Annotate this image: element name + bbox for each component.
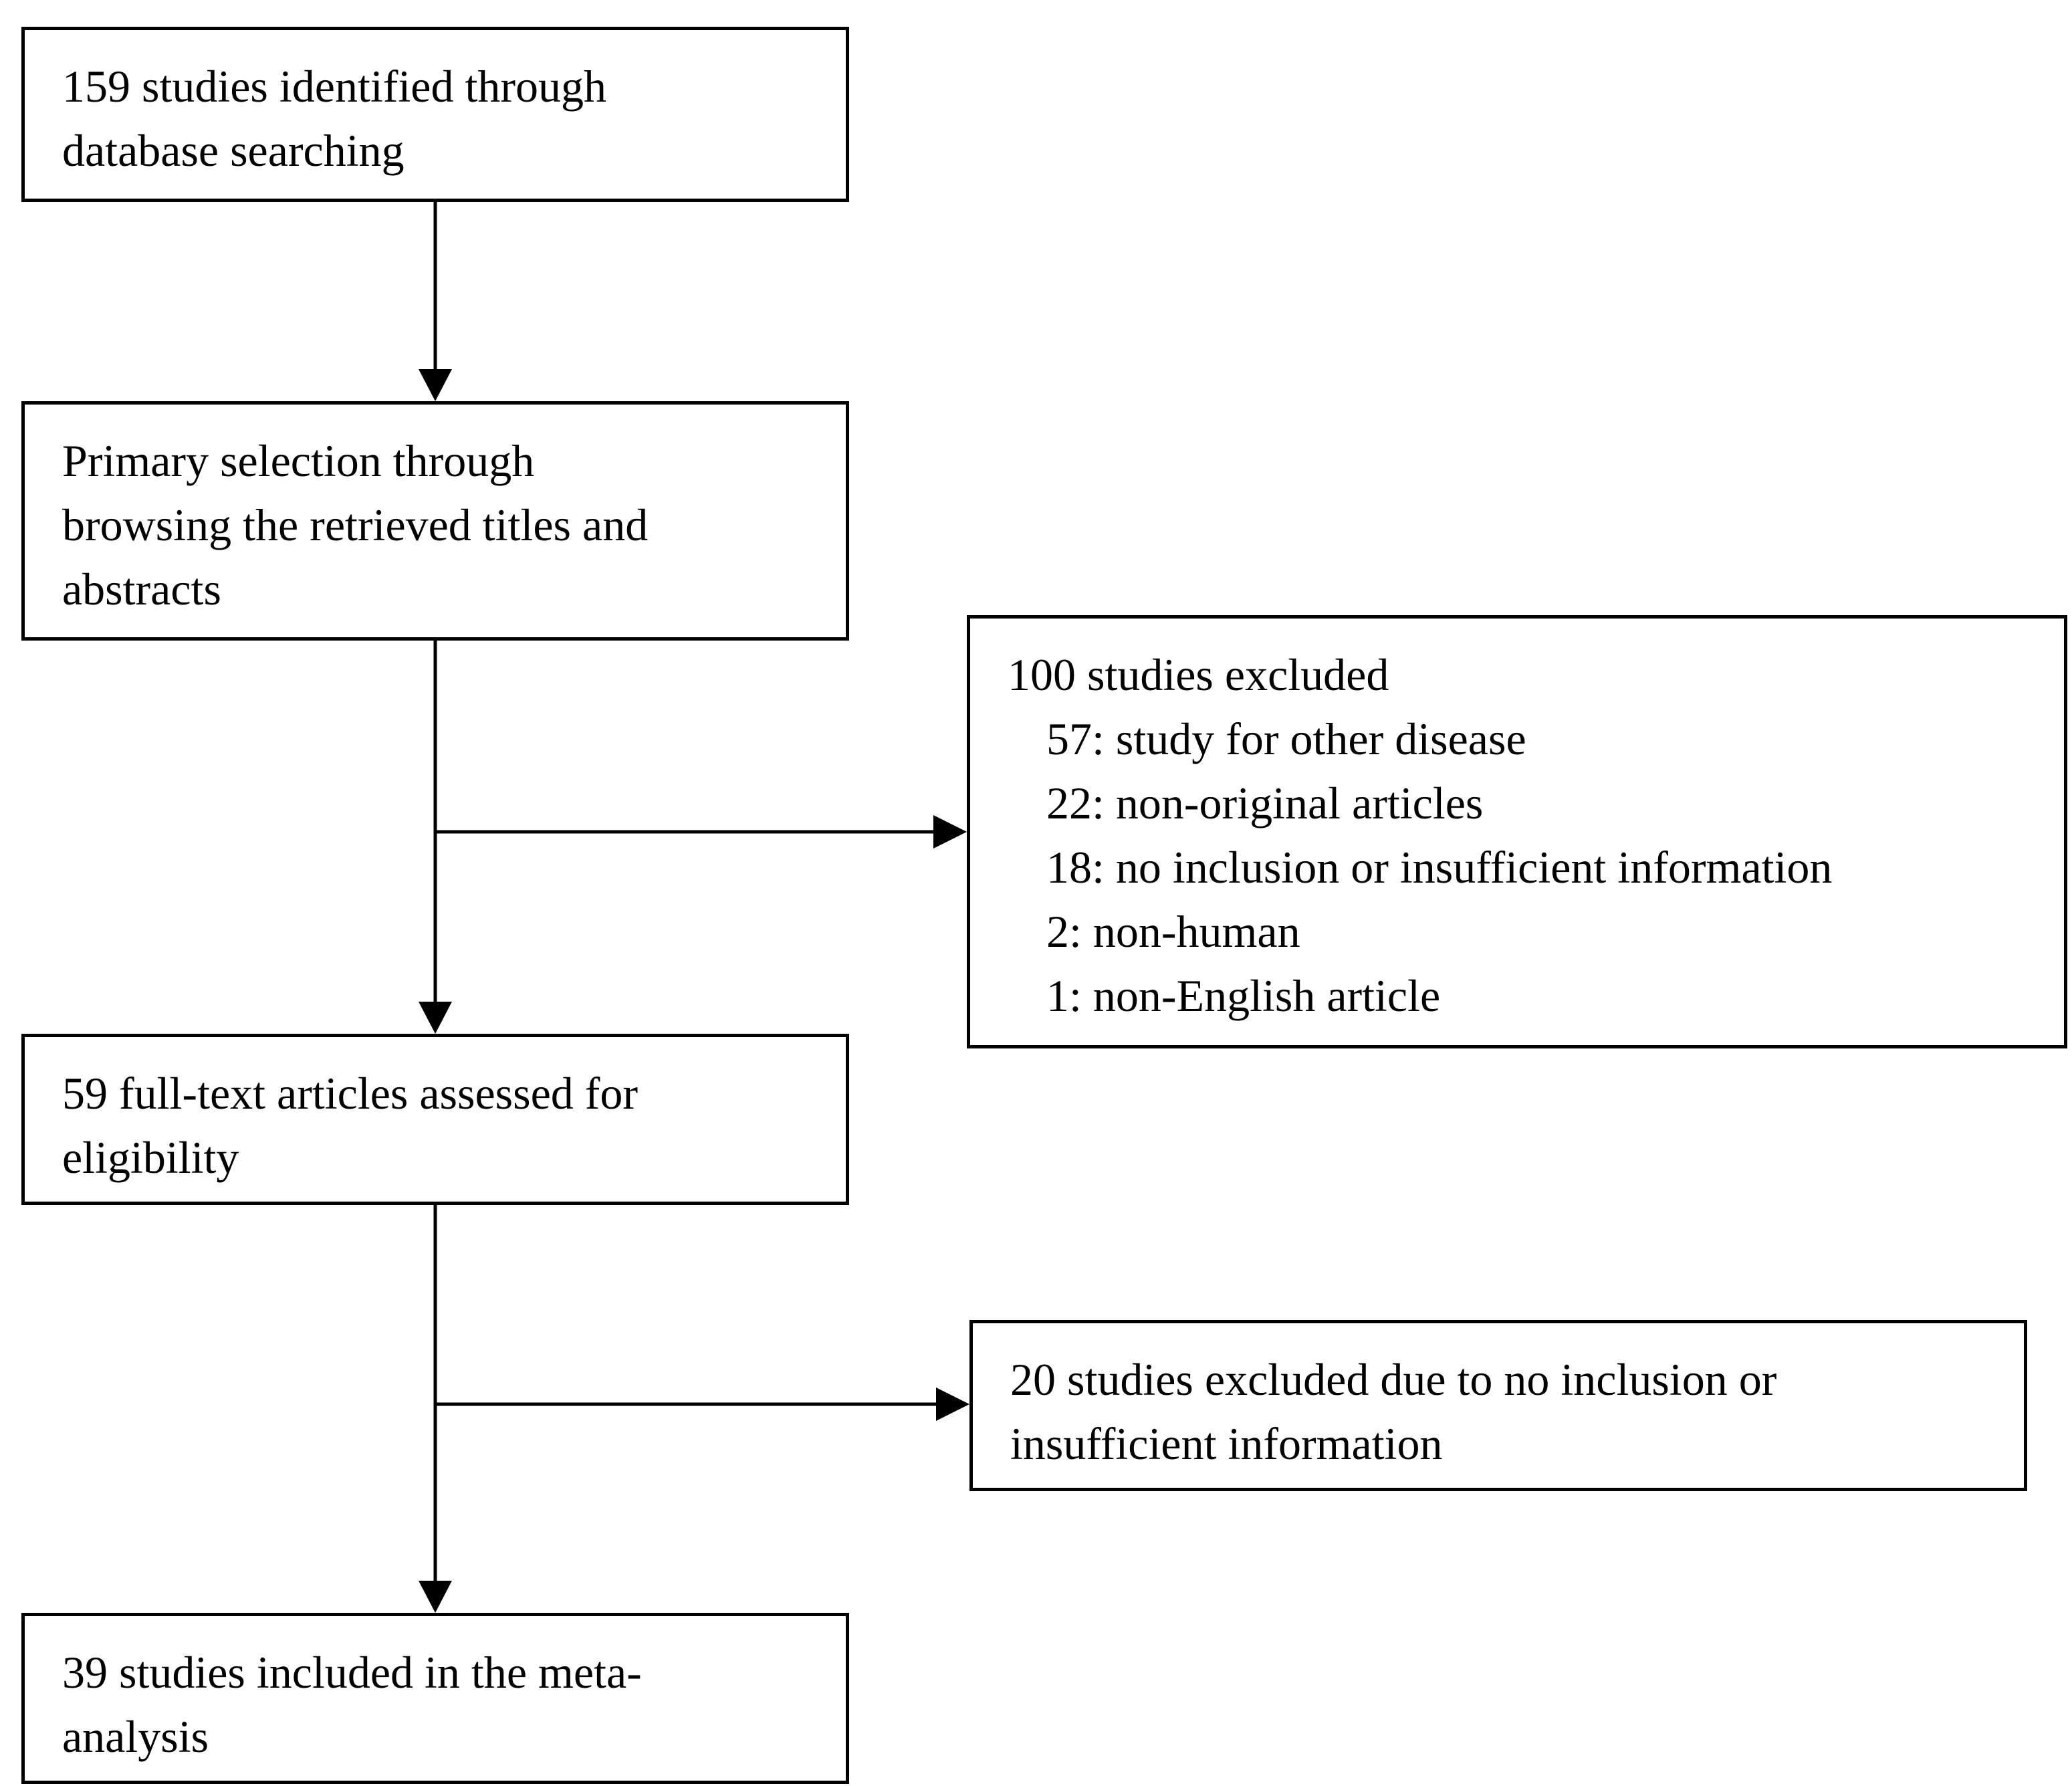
included-line: analysis bbox=[62, 1711, 209, 1762]
arrowhead-primary bbox=[419, 369, 452, 401]
excluded-first-header: 100 studies excluded bbox=[1008, 649, 1389, 700]
exclusion-reason: 2: non-human bbox=[1046, 906, 1300, 957]
excluded-first-box: 100 studies excluded 57: study for other… bbox=[967, 615, 2067, 1048]
excluded-second-box: 20 studies excluded due to no inclusion … bbox=[969, 1320, 2027, 1491]
primary-selection-line: abstracts bbox=[62, 564, 221, 615]
included-box: 39 studies included in the meta- analysi… bbox=[21, 1613, 849, 1784]
arrowhead-excluded-second bbox=[936, 1387, 969, 1421]
exclusion-reason: 1: non-English article bbox=[1046, 970, 1441, 1021]
arrowhead-included bbox=[419, 1581, 452, 1613]
arrowhead-excluded-first bbox=[933, 815, 967, 849]
full-text-line: 59 full-text articles assessed for bbox=[62, 1068, 639, 1119]
arrowhead-fulltext bbox=[419, 1002, 452, 1034]
primary-selection-box: Primary selection through browsing the r… bbox=[21, 401, 849, 641]
exclusion-reason: 22: non-original articles bbox=[1046, 778, 1484, 828]
excluded-second-line: 20 studies excluded due to no inclusion … bbox=[1010, 1354, 1777, 1405]
full-text-line: eligibility bbox=[62, 1132, 239, 1183]
full-text-box: 59 full-text articles assessed for eligi… bbox=[21, 1034, 849, 1205]
exclusion-reason: 57: study for other disease bbox=[1046, 713, 1526, 764]
primary-selection-line: Primary selection through bbox=[62, 435, 535, 486]
primary-selection-line: browsing the retrieved titles and bbox=[62, 499, 649, 550]
identified-line: database searching bbox=[62, 125, 405, 176]
included-line: 39 studies included in the meta- bbox=[62, 1647, 642, 1698]
identified-line: 159 studies identified through bbox=[62, 61, 607, 112]
excluded-second-line: insufficient information bbox=[1010, 1418, 1443, 1469]
exclusion-reason: 18: no inclusion or insufficient informa… bbox=[1046, 842, 1833, 893]
identified-box: 159 studies identified through database … bbox=[21, 27, 849, 202]
